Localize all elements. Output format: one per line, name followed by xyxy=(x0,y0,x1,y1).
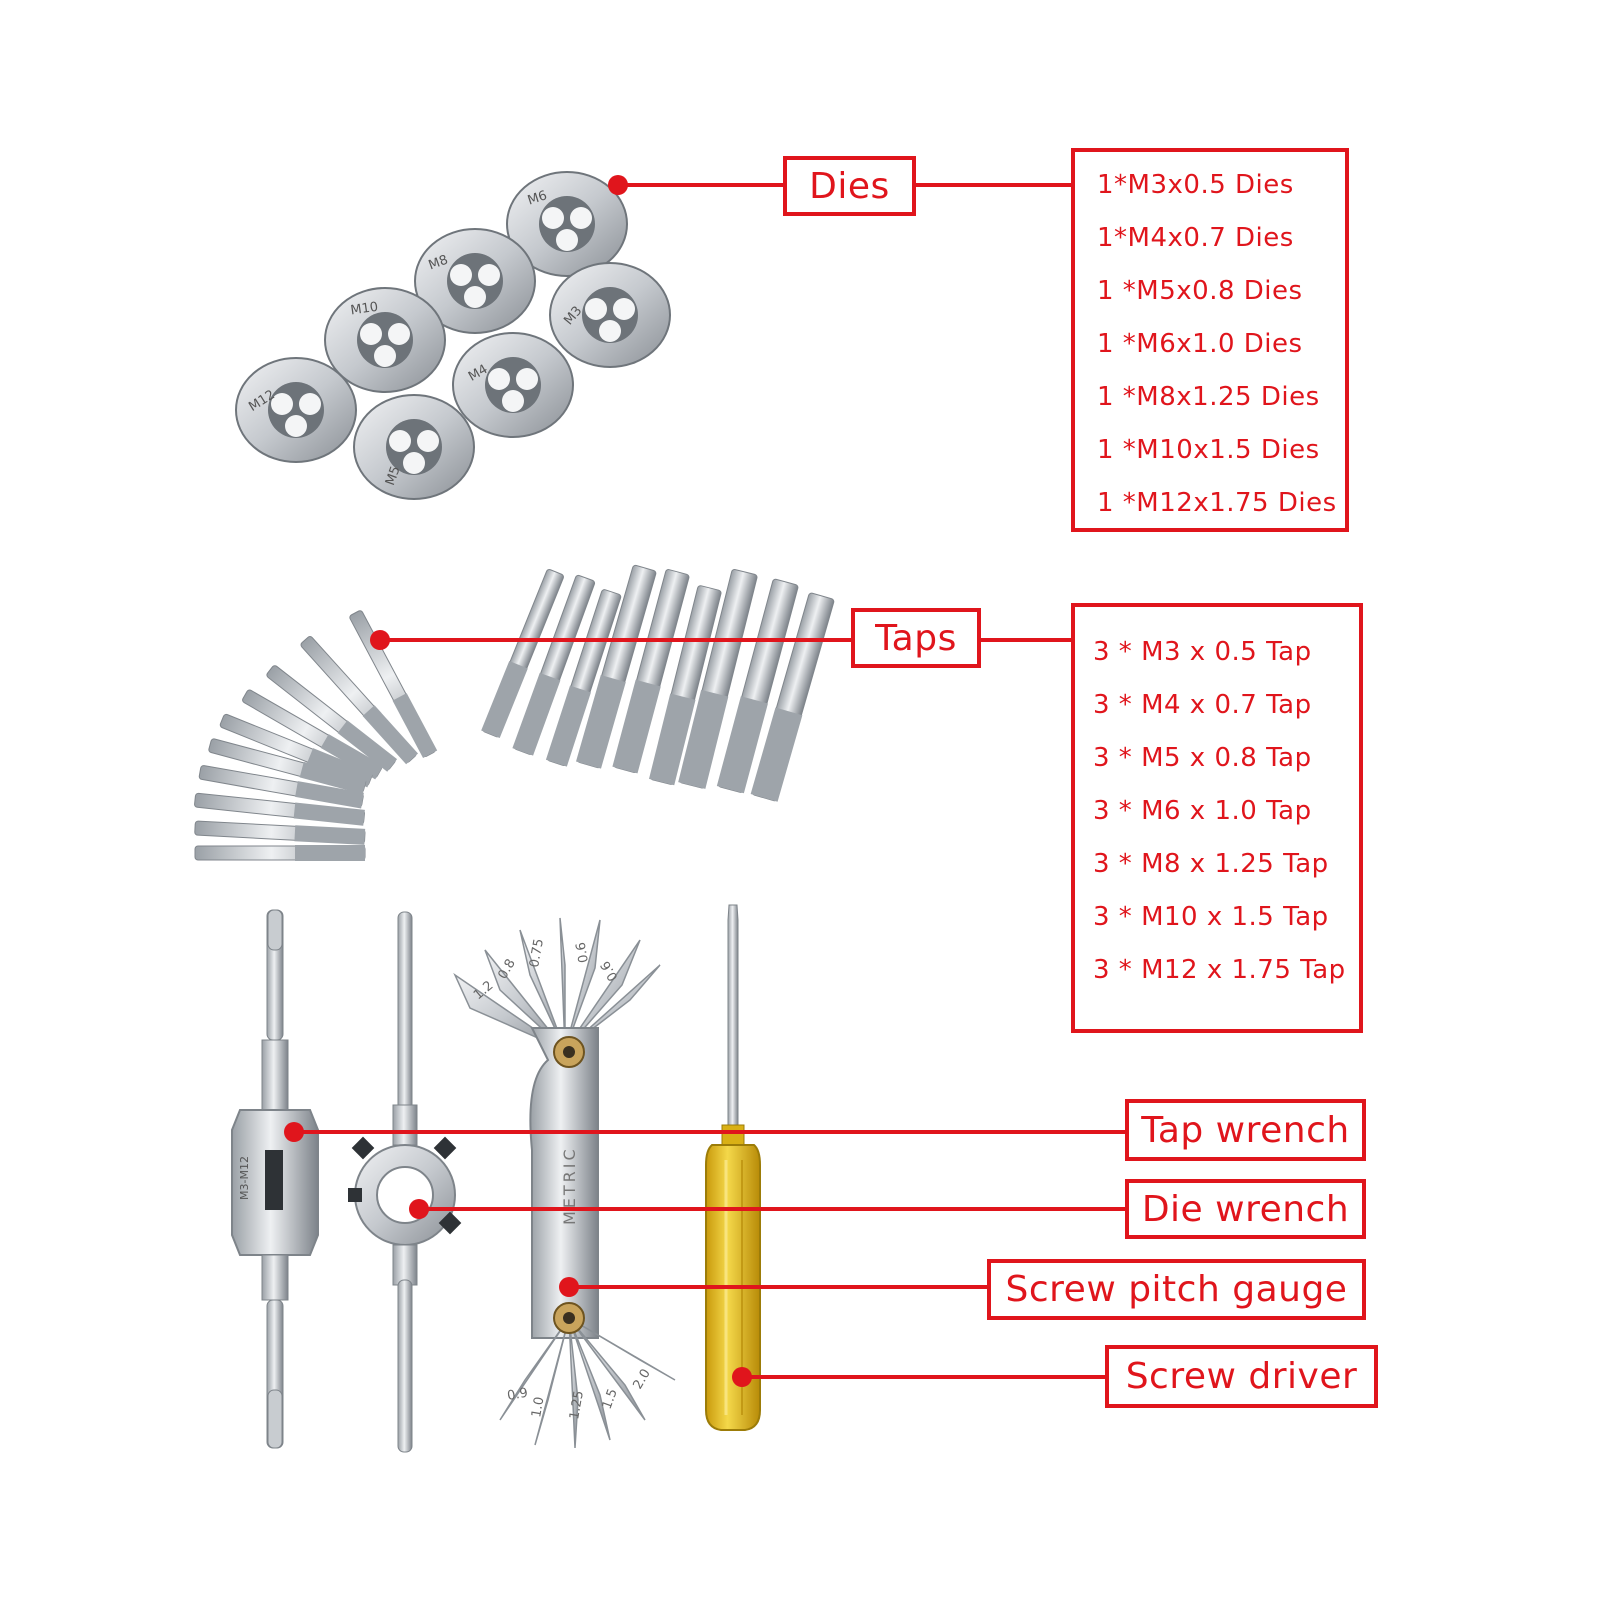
die-marking: M5 xyxy=(383,464,404,487)
gauge-leaf-label: 2.0 xyxy=(630,1367,653,1392)
die-m6: M6 xyxy=(506,171,628,277)
die-m12: M12 xyxy=(235,357,357,463)
dies-label: Dies xyxy=(783,156,916,216)
taps-label: Taps xyxy=(851,608,981,668)
list-item: 3 * M6 x 1.0 Tap xyxy=(1093,796,1312,826)
die-m10: M10 xyxy=(324,287,446,393)
dies-contents-list: 1*M3x0.5 Dies 1*M4x0.7 Dies 1 *M5x0.8 Di… xyxy=(1071,148,1349,532)
list-item: 3 * M3 x 0.5 Tap xyxy=(1093,637,1312,667)
screw-pitch-gauge-tool: 1.2 0.8 0.75 0.6 0.6 METRIC 0.9 1.0 1.25… xyxy=(453,917,676,1449)
list-item: 3 * M10 x 1.5 Tap xyxy=(1093,902,1329,932)
list-item: 3 * M4 x 0.7 Tap xyxy=(1093,690,1312,720)
wrench-marking: M3-M12 xyxy=(238,1156,251,1200)
die-marking: M10 xyxy=(350,300,380,319)
tap-wrench-pointer-dot xyxy=(284,1122,304,1142)
die-wrench-pointer-dot xyxy=(409,1199,429,1219)
gauge-leaf-label: 0.6 xyxy=(574,941,592,964)
taps-row xyxy=(481,564,835,802)
list-item: 3 * M12 x 1.75 Tap xyxy=(1093,955,1346,985)
list-item: 1 *M8x1.25 Dies xyxy=(1097,382,1320,412)
tap-wrench-label: Tap wrench xyxy=(1125,1099,1366,1161)
taps-contents-list: 3 * M3 x 0.5 Tap 3 * M4 x 0.7 Tap 3 * M5… xyxy=(1071,603,1363,1033)
screw-pitch-gauge-pointer-dot xyxy=(559,1277,579,1297)
list-item: 1*M4x0.7 Dies xyxy=(1097,223,1294,253)
die-m8: M8 xyxy=(414,228,536,334)
dies-pointer-dot xyxy=(608,175,628,195)
die-wrench-label: Die wrench xyxy=(1125,1179,1366,1239)
die-wrench-tool xyxy=(348,911,462,1453)
die-m5: M5 xyxy=(353,394,475,500)
gauge-leaf-label: 1.5 xyxy=(600,1387,621,1412)
list-item: 1 *M12x1.75 Dies xyxy=(1097,488,1337,518)
gauge-leaf-label: 0.9 xyxy=(506,1386,529,1404)
gauge-leaf-label: 0.75 xyxy=(527,938,547,969)
list-item: 1*M3x0.5 Dies xyxy=(1097,170,1294,200)
gauge-leaf-label: 1.0 xyxy=(529,1396,547,1419)
leader-lines xyxy=(284,175,1125,1387)
die-m4: M4 xyxy=(452,332,574,438)
screw-driver-tool xyxy=(705,904,761,1431)
screw-driver-label: Screw driver xyxy=(1105,1345,1378,1408)
screw-pitch-gauge-label: Screw pitch gauge xyxy=(987,1259,1366,1320)
gauge-brand: METRIC xyxy=(560,1146,579,1225)
die-marking: M8 xyxy=(427,253,450,274)
list-item: 1 *M10x1.5 Dies xyxy=(1097,435,1320,465)
list-item: 3 * M8 x 1.25 Tap xyxy=(1093,849,1329,879)
tap-wrench-tool: M3-M12 xyxy=(231,909,319,1449)
gauge-leaf-label: 1.25 xyxy=(567,1390,587,1421)
die-marking: M6 xyxy=(526,188,549,208)
dies-group: M6 M8 M3 M10 M4 M12 xyxy=(235,171,671,500)
screw-driver-pointer-dot xyxy=(732,1367,752,1387)
taps-fan xyxy=(194,610,438,861)
list-item: 1 *M5x0.8 Dies xyxy=(1097,276,1303,306)
list-item: 3 * M5 x 0.8 Tap xyxy=(1093,743,1312,773)
die-m3: M3 xyxy=(549,262,671,368)
list-item: 1 *M6x1.0 Dies xyxy=(1097,329,1303,359)
taps-pointer-dot xyxy=(370,630,390,650)
